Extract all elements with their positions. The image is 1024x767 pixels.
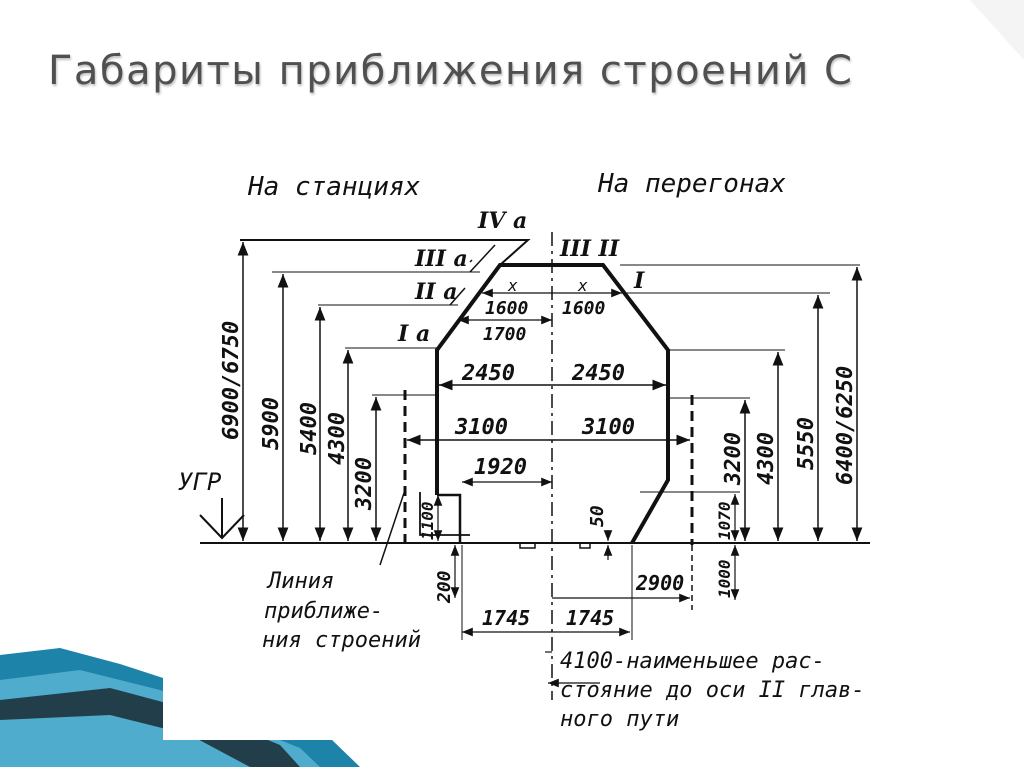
caption-line-2: приближе- <box>264 599 383 624</box>
step-iii-a <box>469 259 473 263</box>
gauge-left-step <box>437 493 462 543</box>
label-ii-a: II a <box>414 279 458 305</box>
width-1920: 1920 <box>474 455 527 480</box>
platform-outline <box>419 492 470 536</box>
dim-label-1000: 1000 <box>715 559 734 598</box>
x-mark-left: x <box>507 276 518 295</box>
height-4300-left: 4300 <box>325 412 350 465</box>
height-6900: 6900/6750 <box>219 321 244 440</box>
note-line-1: 4100-наименьшее рас- <box>560 649 825 674</box>
dim-label-1070: 1070 <box>715 501 734 540</box>
height-5900: 5900 <box>259 397 284 450</box>
slide-title: Габариты приближения строений С <box>48 48 854 94</box>
height-3200-right: 3200 <box>721 432 746 486</box>
width-1745-right: 1745 <box>566 606 614 630</box>
width-3100-right: 3100 <box>581 415 635 440</box>
note-line-3: ного пути <box>560 707 679 732</box>
rail-profile <box>519 543 536 549</box>
label-iii-ii: III II <box>559 236 620 262</box>
height-4300-right: 4300 <box>754 432 779 485</box>
height-5550: 5550 <box>794 417 819 470</box>
height-5400: 5400 <box>297 402 322 455</box>
width-2900: 2900 <box>635 571 684 595</box>
note-line-2: стояние до оси II глав- <box>560 678 865 703</box>
caption-line-1: Линия <box>266 569 334 594</box>
caption-leader <box>379 489 406 566</box>
header-stations: На станциях <box>247 172 421 202</box>
label-i: I <box>633 268 645 294</box>
width-1745-left: 1745 <box>482 606 530 630</box>
dim-label-50: 50 <box>587 505 608 527</box>
rail-profile-2 <box>579 543 591 549</box>
width-2450-left: 2450 <box>461 361 515 386</box>
width-2450-right: 2450 <box>571 361 625 386</box>
step-diagonal-ii-a <box>449 287 466 306</box>
height-3200-left: 3200 <box>352 457 377 511</box>
ugr-label: УГР <box>178 468 222 496</box>
caption-line-3: ния строений <box>262 628 421 653</box>
x-mark-right: x <box>577 276 588 295</box>
step-iv-a <box>240 239 531 266</box>
gauge-outline <box>435 263 670 544</box>
label-i-a: I a <box>397 321 430 347</box>
width-3100-left: 3100 <box>454 415 508 440</box>
step-diagonal-iii-a <box>469 244 496 273</box>
label-iii-a: III a <box>414 246 468 272</box>
width-1700: 1700 <box>483 324 527 345</box>
height-6400: 6400/6250 <box>833 366 858 485</box>
decor-dark-stripe <box>0 688 300 767</box>
dim-label-200: 200 <box>434 570 455 604</box>
dim-label-1100: 1100 <box>418 501 437 540</box>
decor-page-fold <box>970 0 1024 60</box>
width-1600-right: 1600 <box>562 298 606 319</box>
width-1600-left: 1600 <box>485 298 529 319</box>
header-spans: На перегонах <box>597 169 786 199</box>
label-iv-a: IV a <box>477 208 527 234</box>
